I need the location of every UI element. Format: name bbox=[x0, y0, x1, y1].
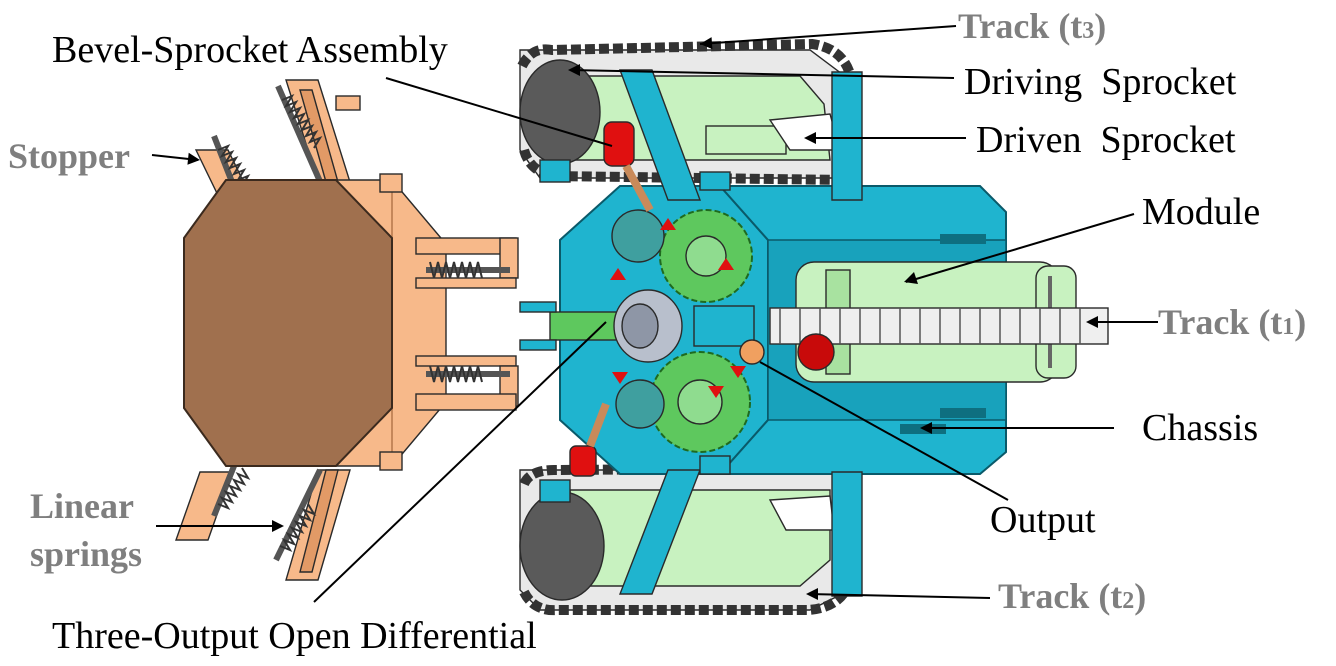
lower-bracket bbox=[285, 469, 351, 581]
left-module bbox=[175, 79, 519, 581]
label-springs: springs bbox=[30, 534, 142, 574]
right-assembly bbox=[517, 38, 1109, 616]
label-track-t1: Track (t1) bbox=[1158, 302, 1306, 342]
label-output: Output bbox=[990, 499, 1096, 541]
label-track-t2: Track (t2) bbox=[998, 576, 1146, 616]
upper-track-module bbox=[517, 38, 861, 185]
label-bevel-sprocket-assembly: Bevel-Sprocket Assembly bbox=[52, 29, 448, 71]
right-springs bbox=[426, 261, 510, 383]
label-module: Module bbox=[1142, 191, 1260, 233]
spring-lower-right bbox=[273, 468, 323, 562]
label-stopper: Stopper bbox=[8, 136, 130, 176]
label-track-t3: Track (t3) bbox=[958, 6, 1106, 46]
upper-bracket bbox=[285, 79, 361, 183]
label-driven-sprocket: Driven Sprocket bbox=[976, 119, 1236, 161]
label-differential: Three-Output Open Differential bbox=[52, 615, 537, 657]
module-octagon-face bbox=[183, 179, 393, 467]
leader-lines bbox=[151, 25, 1158, 603]
label-driving-sprocket: Driving Sprocket bbox=[964, 61, 1237, 103]
bottom-block bbox=[379, 451, 403, 471]
label-chassis: Chassis bbox=[1142, 407, 1258, 449]
differential-gears bbox=[549, 209, 755, 453]
label-linear: Linear bbox=[30, 486, 134, 526]
right-bracket-upper bbox=[415, 237, 519, 289]
chassis-struts bbox=[539, 69, 863, 597]
spring-upper-right bbox=[275, 84, 325, 188]
input-shaft-tabs bbox=[519, 301, 557, 351]
red-actuators bbox=[569, 121, 835, 477]
top-block bbox=[379, 173, 403, 193]
